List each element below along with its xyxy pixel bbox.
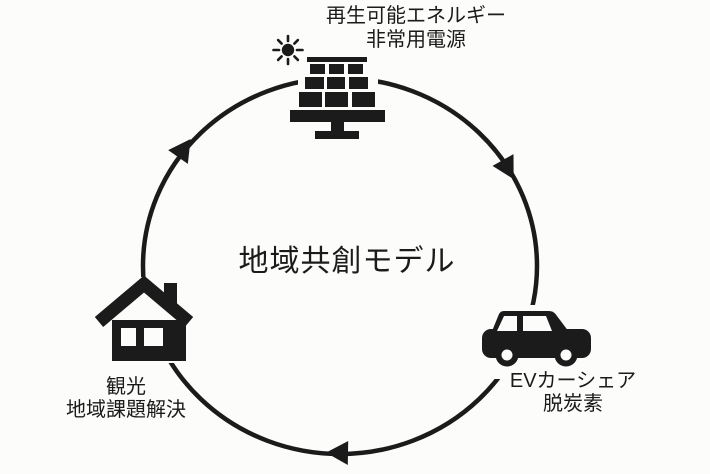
house-window-left — [121, 328, 136, 346]
label-community-line2: 地域課題解決 — [66, 399, 186, 421]
car-window-front — [497, 316, 517, 331]
label-energy-line2: 非常用電源 — [366, 29, 466, 51]
house-roof — [94, 275, 194, 327]
sun-icon — [272, 34, 304, 66]
cycle-arrow-top-right — [492, 154, 514, 180]
solar-panel-icon — [290, 57, 385, 139]
ev-car-icon — [482, 311, 591, 367]
cycle-arrow-top-left — [168, 138, 191, 164]
label-mobility-line2: 脱炭素 — [543, 393, 603, 415]
label-energy-line1: 再生可能エネルギー — [326, 5, 506, 27]
cycle-arrow-bottom — [326, 441, 349, 465]
house-icon — [94, 275, 194, 361]
house-window-right — [144, 328, 163, 346]
diagram-title: 地域共創モデル — [238, 245, 456, 278]
label-community-line1: 観光 — [106, 376, 146, 398]
label-community: 観光 地域課題解決 — [66, 376, 186, 422]
car-window-rear — [523, 316, 552, 331]
label-mobility-line1: EVカーシェア — [509, 370, 637, 392]
label-energy: 再生可能エネルギー 非常用電源 — [326, 4, 506, 52]
label-mobility: EVカーシェア 脱炭素 — [510, 370, 636, 416]
